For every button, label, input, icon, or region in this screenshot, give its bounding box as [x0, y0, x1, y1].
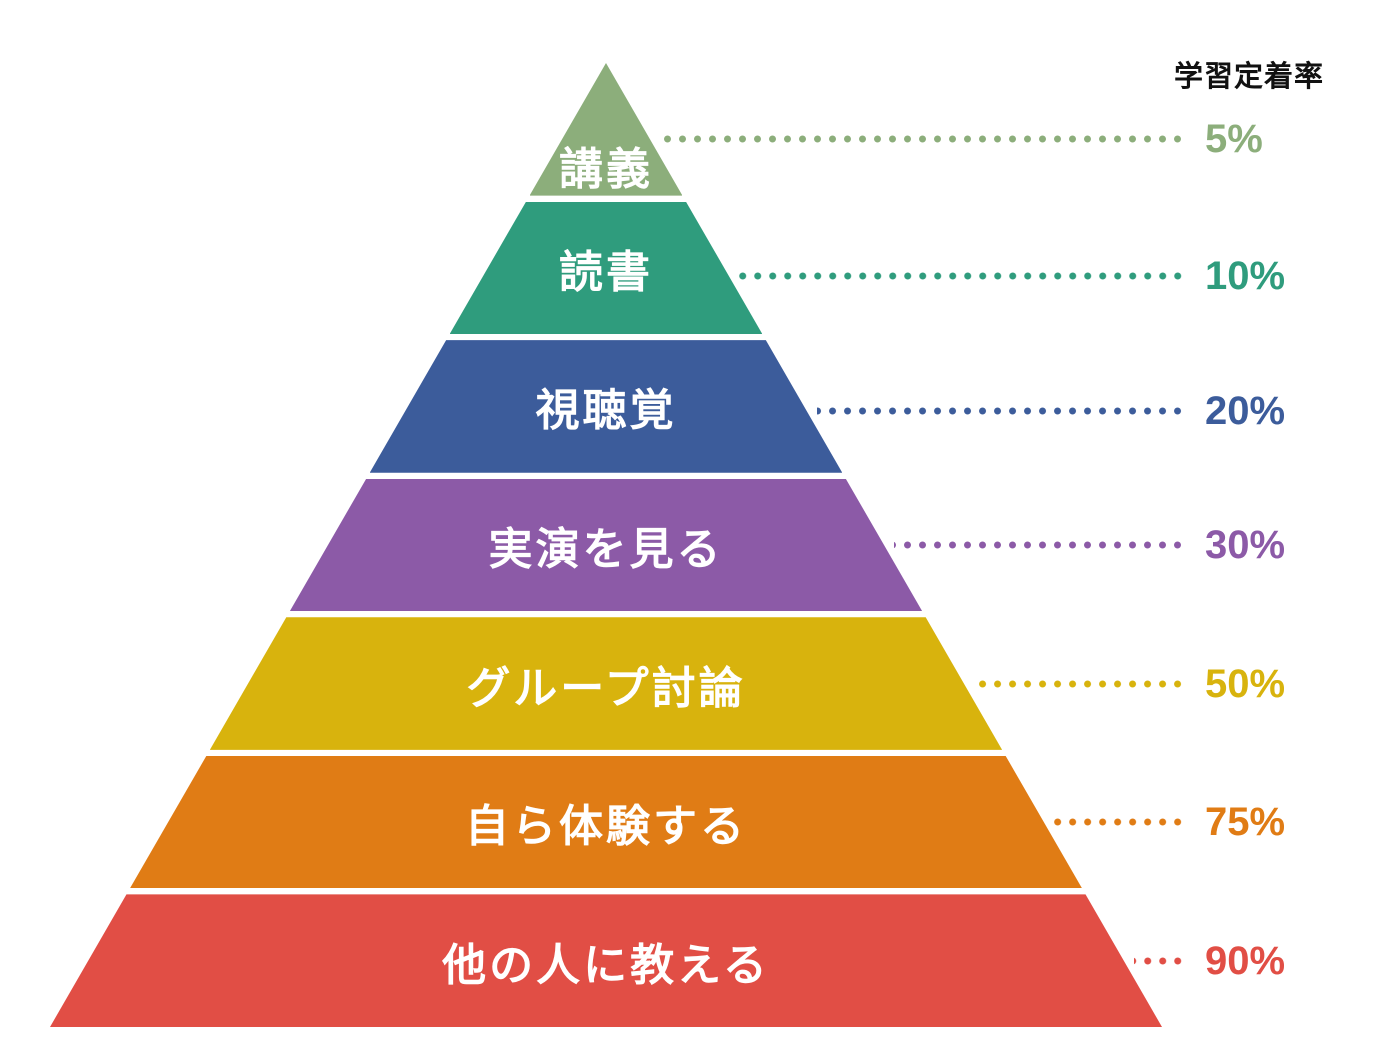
pyramid-level-shape-teaching-others	[50, 894, 1162, 1027]
retention-percent-label: 30%	[1205, 523, 1286, 567]
retention-percent-label: 90%	[1205, 938, 1286, 983]
retention-percent-label: 50%	[1205, 661, 1286, 706]
pyramid-level-label: 自ら体験する	[465, 802, 747, 852]
pyramid-level-shape-practice-by-doing	[129, 755, 1083, 889]
dotted-leader-line	[1133, 956, 1185, 965]
pyramid-level-label: 読書	[559, 247, 653, 297]
dotted-leader-line	[816, 407, 1185, 416]
pyramid-level-shape-audiovisual	[369, 340, 843, 473]
pyramid-level-label: 他の人に教える	[442, 940, 770, 990]
pyramid-level-label: 視聴覚	[535, 386, 677, 436]
pyramid-level-shape-group-discussion	[209, 617, 1003, 750]
retention-percent-label: 75%	[1205, 800, 1286, 845]
pyramid-level-label: グループ討論	[466, 663, 746, 713]
pyramid-level-label: 講義	[559, 145, 653, 195]
dotted-leader-line	[973, 679, 1185, 688]
retention-percent-label: 20%	[1205, 389, 1286, 434]
retention-rate-heading: 学習定着率	[1173, 61, 1324, 93]
dotted-leader-line	[894, 541, 1185, 549]
retention-percent-label: 10%	[1205, 253, 1286, 298]
retention-percent-label: 5%	[1205, 117, 1263, 162]
pyramid-level-shape-demonstration	[289, 478, 923, 612]
dotted-leader-line	[659, 135, 1185, 144]
dotted-leader-line	[1053, 818, 1185, 827]
pyramid-level-label: 実演を見る	[488, 525, 724, 574]
dotted-leader-line	[738, 271, 1185, 280]
